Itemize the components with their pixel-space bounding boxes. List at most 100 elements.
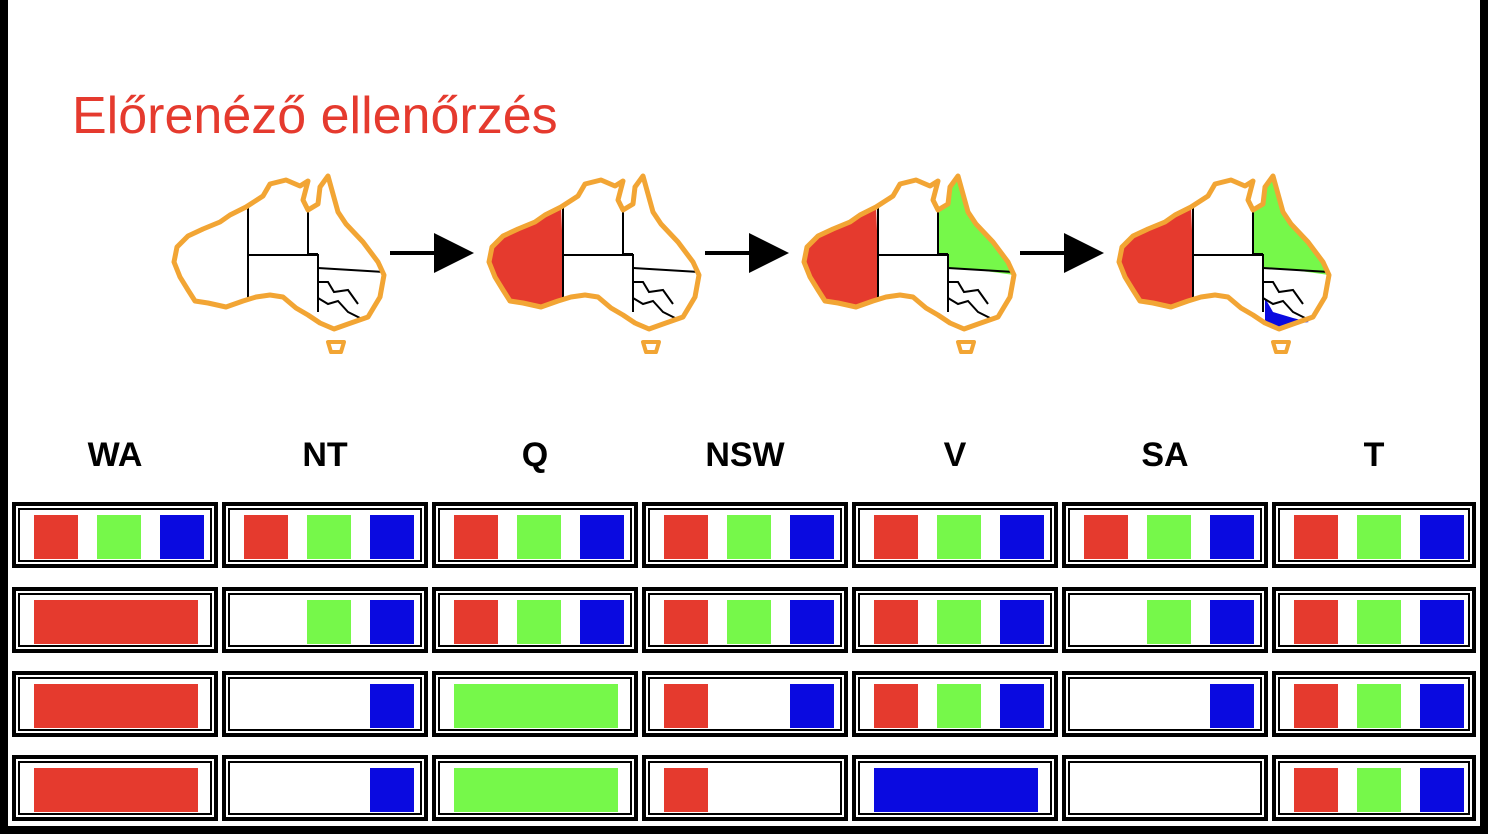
- value-red: [874, 684, 918, 728]
- domain-cell-t-step-2: [1272, 587, 1476, 653]
- domain-cell-q-step-1: [432, 502, 638, 568]
- column-header-nsw: NSW: [705, 436, 785, 474]
- value-red: [874, 600, 918, 644]
- domain-cell-sa-step-3: [1062, 671, 1268, 737]
- value-blue: [1420, 600, 1464, 644]
- domain-cell-nt-step-4: [222, 755, 428, 821]
- domain-cell-nt-step-3: [222, 671, 428, 737]
- value-blue: [1000, 600, 1044, 644]
- value-red: [454, 600, 498, 644]
- domain-cell-t-step-1: [1272, 502, 1476, 568]
- australia-map-2: [486, 173, 702, 354]
- column-header-sa: SA: [1141, 436, 1189, 474]
- value-green: [727, 515, 771, 559]
- value-red: [34, 600, 198, 644]
- value-red: [1294, 515, 1338, 559]
- domain-cell-sa-step-4: [1062, 755, 1268, 821]
- value-red: [1294, 684, 1338, 728]
- domain-cell-sa-step-1: [1062, 502, 1268, 568]
- domain-cell-nsw-step-1: [642, 502, 848, 568]
- value-green: [517, 515, 561, 559]
- domain-cell-v-step-4: [852, 755, 1058, 821]
- domain-cell-v-step-3: [852, 671, 1058, 737]
- column-header-t: T: [1363, 436, 1385, 474]
- value-blue: [1000, 684, 1044, 728]
- map-region-wa: [804, 206, 878, 307]
- value-green: [1357, 684, 1401, 728]
- column-header-wa: WA: [87, 436, 143, 474]
- value-green: [517, 600, 561, 644]
- value-red: [34, 515, 78, 559]
- value-blue: [790, 684, 834, 728]
- value-blue: [370, 768, 414, 812]
- column-header-v: V: [943, 436, 967, 474]
- value-red: [874, 515, 918, 559]
- tasmania: [956, 340, 976, 354]
- value-blue: [790, 515, 834, 559]
- domain-cell-v-step-1: [852, 502, 1058, 568]
- domain-cell-sa-step-2: [1062, 587, 1268, 653]
- domain-cell-q-step-2: [432, 587, 638, 653]
- slide-title: Előrenéző ellenőrzés: [72, 87, 558, 145]
- value-red: [664, 684, 708, 728]
- value-green: [937, 600, 981, 644]
- value-green: [1147, 600, 1191, 644]
- value-green: [1357, 600, 1401, 644]
- value-green: [1147, 515, 1191, 559]
- domain-cell-nsw-step-3: [642, 671, 848, 737]
- domain-cell-v-step-2: [852, 587, 1058, 653]
- value-red: [664, 600, 708, 644]
- domain-cell-wa-step-3: [12, 671, 218, 737]
- value-blue: [370, 515, 414, 559]
- australia-map-4: [1116, 173, 1332, 354]
- value-red: [34, 768, 198, 812]
- value-blue: [1210, 600, 1254, 644]
- domain-cell-wa-step-1: [12, 502, 218, 568]
- value-blue: [790, 600, 834, 644]
- map-region-wa: [489, 206, 563, 307]
- value-blue: [1210, 684, 1254, 728]
- domain-cell-wa-step-4: [12, 755, 218, 821]
- tasmania: [641, 340, 661, 354]
- value-green: [937, 515, 981, 559]
- tasmania: [1271, 340, 1291, 354]
- column-header-nt: NT: [302, 436, 348, 474]
- value-blue: [1000, 515, 1044, 559]
- value-green: [727, 600, 771, 644]
- domain-cell-nsw-step-4: [642, 755, 848, 821]
- value-green: [307, 515, 351, 559]
- value-blue: [580, 515, 624, 559]
- domain-cell-q-step-3: [432, 671, 638, 737]
- value-red: [664, 768, 708, 812]
- domain-cell-q-step-4: [432, 755, 638, 821]
- value-red: [34, 684, 198, 728]
- value-green: [1357, 515, 1401, 559]
- value-green: [454, 684, 618, 728]
- domain-cell-wa-step-2: [12, 587, 218, 653]
- value-blue: [370, 600, 414, 644]
- map-region-wa: [1119, 206, 1193, 307]
- value-green: [97, 515, 141, 559]
- domain-cell-nt-step-2: [222, 587, 428, 653]
- value-blue: [1420, 684, 1464, 728]
- value-red: [454, 515, 498, 559]
- value-blue: [1420, 515, 1464, 559]
- domain-cell-t-step-4: [1272, 755, 1476, 821]
- value-red: [1294, 600, 1338, 644]
- value-green: [1357, 768, 1401, 812]
- value-green: [307, 600, 351, 644]
- domain-cell-nt-step-1: [222, 502, 428, 568]
- value-blue: [580, 600, 624, 644]
- value-blue: [1210, 515, 1254, 559]
- tasmania: [326, 340, 346, 354]
- domain-cell-t-step-3: [1272, 671, 1476, 737]
- value-blue: [1420, 768, 1464, 812]
- map-sequence: [171, 173, 1332, 354]
- value-blue: [370, 684, 414, 728]
- domain-cell-nsw-step-2: [642, 587, 848, 653]
- value-red: [244, 515, 288, 559]
- value-red: [664, 515, 708, 559]
- value-green: [454, 768, 618, 812]
- australia-map-3: [801, 173, 1017, 354]
